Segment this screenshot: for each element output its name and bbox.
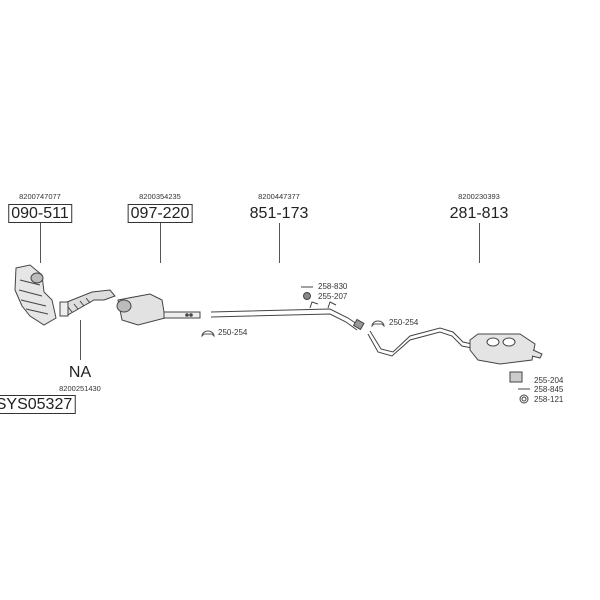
system-code[interactable]: SYS05327 bbox=[0, 395, 76, 414]
accessory-label[interactable]: 258-830 bbox=[318, 282, 348, 291]
leader-line bbox=[479, 223, 480, 263]
leader-line bbox=[80, 320, 81, 360]
catalytic-converter-090-511 bbox=[14, 264, 57, 326]
catalytic-converter-097-220 bbox=[116, 293, 201, 326]
oem-number: 8200230393 bbox=[458, 192, 500, 201]
leader-line bbox=[279, 223, 280, 263]
accessory-label[interactable]: 258-121 bbox=[534, 395, 564, 404]
part-number[interactable]: NA bbox=[68, 364, 92, 381]
bolt-icon bbox=[301, 286, 530, 390]
leader-line bbox=[40, 223, 41, 263]
accessory-label[interactable]: 255-207 bbox=[318, 292, 348, 301]
rubber-mount-icon bbox=[303, 292, 523, 383]
ring-icon bbox=[519, 394, 529, 404]
oem-number: 8200447377 bbox=[258, 192, 300, 201]
oem-number: 8200747077 bbox=[19, 192, 61, 201]
oem-number: 8200354235 bbox=[139, 192, 181, 201]
flex-pipe-na bbox=[59, 289, 116, 317]
rear-silencer-281-813 bbox=[367, 327, 543, 365]
accessory-label[interactable]: 258-845 bbox=[534, 385, 564, 394]
accessory-label[interactable]: 250-254 bbox=[389, 318, 419, 327]
clamp-icon bbox=[201, 320, 385, 338]
accessory-label[interactable]: 250-254 bbox=[218, 328, 248, 337]
part-number[interactable]: 851-173 bbox=[249, 205, 309, 222]
middle-pipe-851-173 bbox=[210, 301, 365, 331]
part-number[interactable]: 097-220 bbox=[127, 204, 193, 223]
accessory-label[interactable]: 255-204 bbox=[534, 376, 564, 385]
oem-number: 8200251430 bbox=[59, 384, 101, 393]
part-number[interactable]: 281-813 bbox=[449, 205, 509, 222]
leader-line bbox=[160, 223, 161, 263]
part-number[interactable]: 090-511 bbox=[8, 204, 72, 223]
